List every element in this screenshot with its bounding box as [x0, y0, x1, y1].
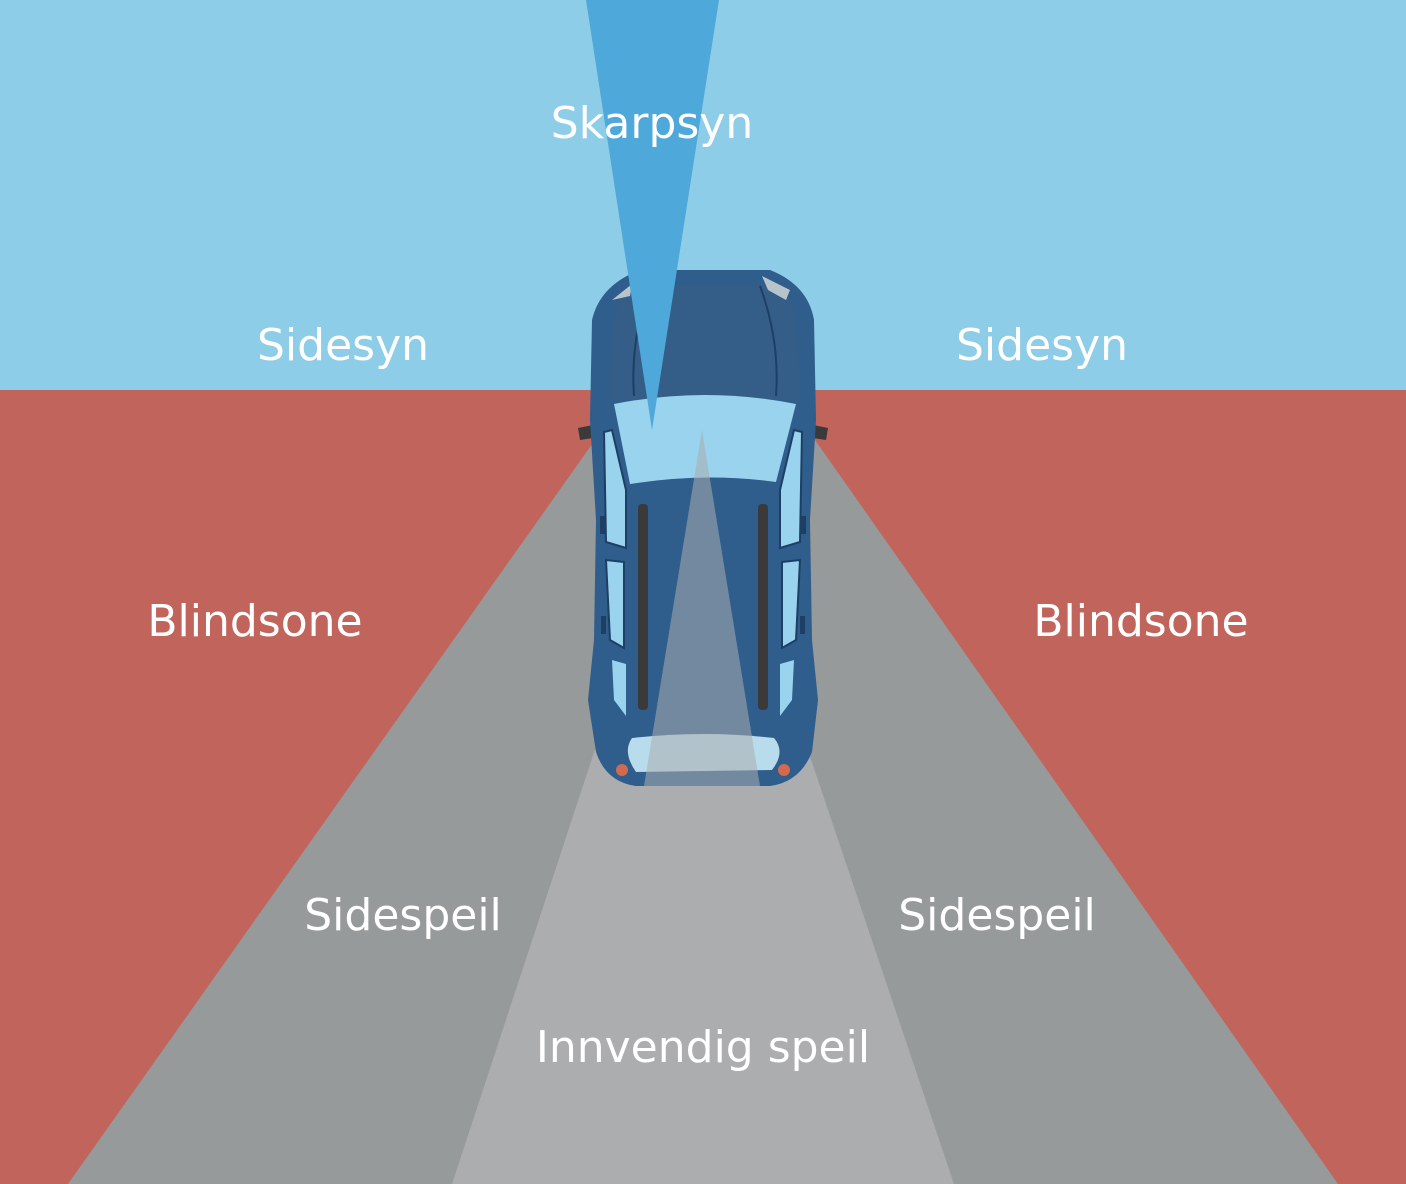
- interior-mirror-label: Innvendig speil: [536, 1022, 870, 1073]
- side-vision-left-label: Sidesyn: [257, 320, 429, 371]
- interior-mirror-zone: [452, 430, 954, 1184]
- side-vision-right-label: Sidesyn: [956, 320, 1128, 371]
- blind-zone-right-label: Blindsone: [1033, 596, 1248, 647]
- sharp-vision-cone: [586, 0, 719, 430]
- interior-mirror-overlay: [644, 430, 760, 786]
- side-mirror-right-label: Sidespeil: [898, 890, 1096, 941]
- blind-zone-left-label: Blindsone: [147, 596, 362, 647]
- side-mirror-left-label: Sidespeil: [304, 890, 502, 941]
- sharp-vision-label: Skarpsyn: [551, 98, 753, 149]
